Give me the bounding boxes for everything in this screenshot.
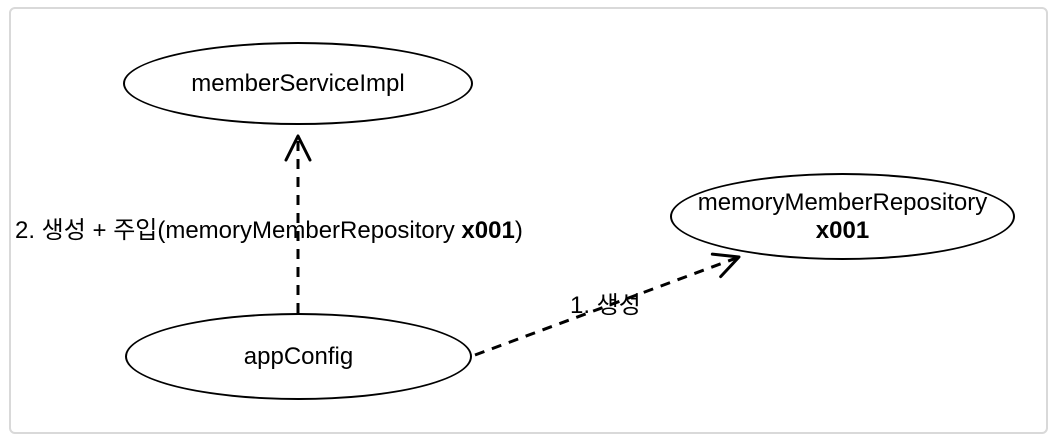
creation-edge-label: 1. 생성 [570, 292, 641, 320]
memory-repo-title: memoryMemberRepository [697, 188, 988, 216]
injection-edge-label: 2. 생성 + 주입(memoryMemberRepository x001) [15, 217, 523, 245]
injection-label-instance-id: x001 [461, 217, 515, 244]
creation-arrow [474, 252, 741, 357]
creation-label-text: 1. 생성 [570, 292, 641, 319]
member-service-node: memberServiceImpl [123, 42, 473, 125]
member-service-label: memberServiceImpl [191, 69, 405, 97]
injection-label-prefix: 2. 생성 + 주입(memoryMemberRepository [15, 217, 462, 244]
memory-repo-instance-id: x001 [815, 216, 870, 244]
app-config-node: appConfig [125, 313, 472, 400]
injection-label-suffix: ) [514, 217, 523, 244]
app-config-label: appConfig [243, 342, 354, 370]
memory-repo-node: memoryMemberRepository x001 [670, 173, 1015, 260]
